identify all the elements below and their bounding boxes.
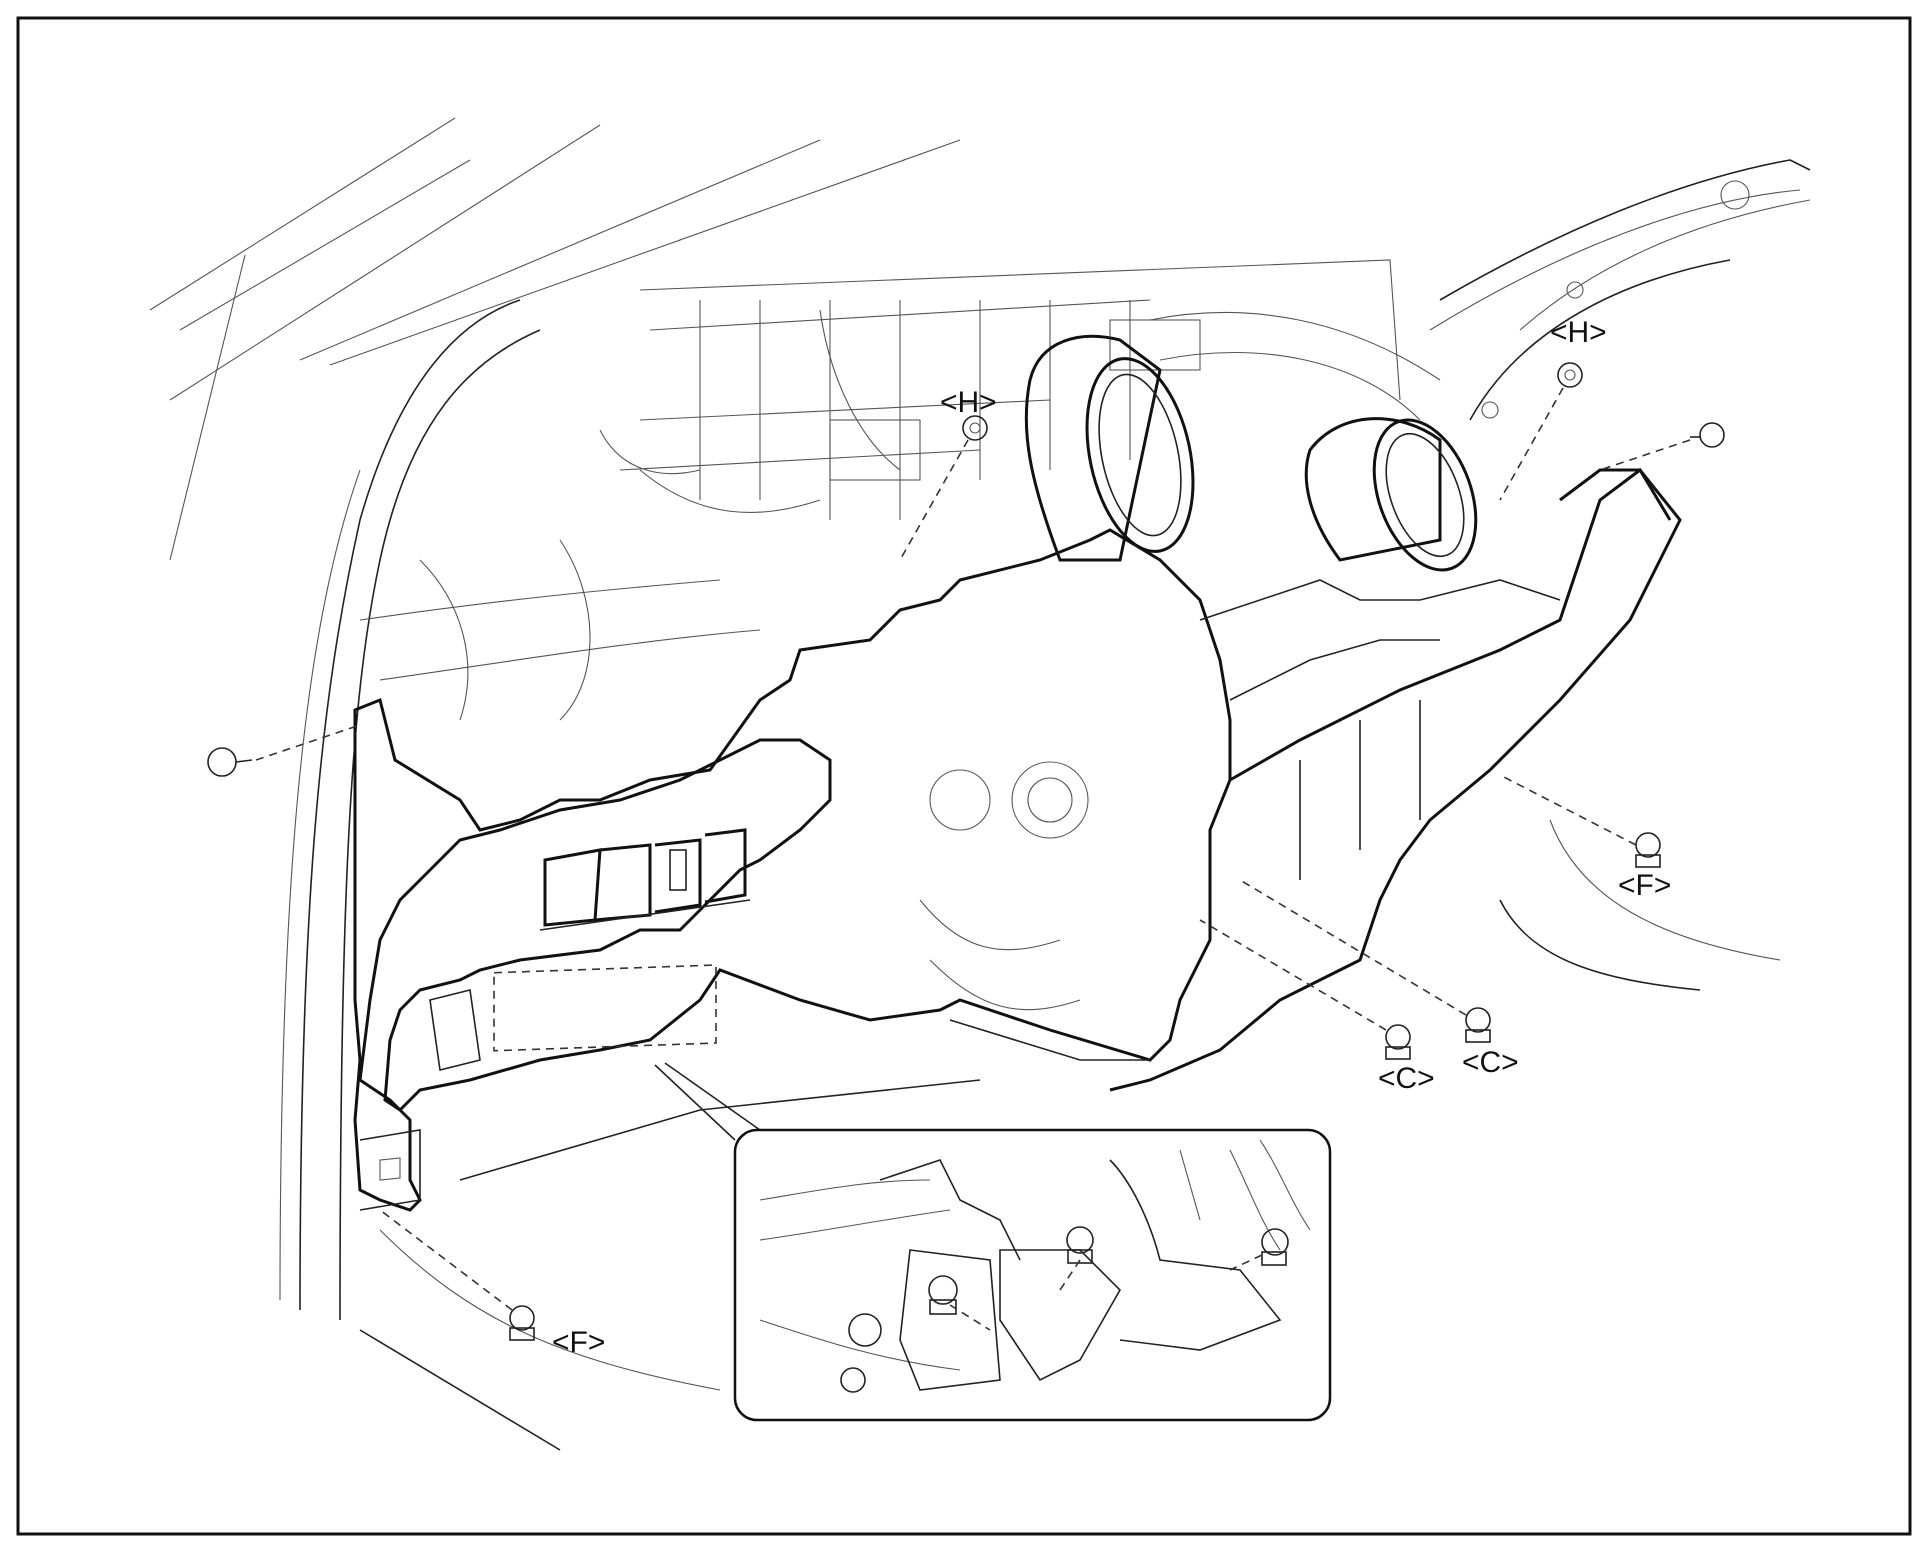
detail-inset xyxy=(733,1128,1332,1422)
nut-icon xyxy=(1557,362,1583,388)
guide-line xyxy=(1199,919,1387,1031)
heater-unit-sketch xyxy=(619,259,1441,520)
guide-line xyxy=(1599,439,1691,471)
callout-c-left: <C> xyxy=(1378,1062,1435,1095)
bolt-icon xyxy=(1465,1007,1491,1043)
air-ducts xyxy=(1024,334,1478,572)
detail-area-marker xyxy=(493,964,717,1052)
bolt-icon xyxy=(1261,1228,1289,1266)
bolt-icon xyxy=(928,1275,958,1315)
callout-f-right: <F> xyxy=(1618,869,1671,902)
callout-h-center: <H> xyxy=(940,386,997,419)
steering-column-area xyxy=(359,429,1089,1011)
diagram-frame xyxy=(16,16,1912,1536)
bolt-icon xyxy=(1635,832,1661,868)
callout-f-bottom-left: <F> xyxy=(552,1326,605,1359)
guide-line xyxy=(1499,774,1637,846)
bolt-icon xyxy=(509,1305,535,1341)
clip-icon xyxy=(1690,422,1725,448)
clip-icon xyxy=(207,747,253,777)
bolt-icon xyxy=(1385,1024,1411,1060)
guide-line xyxy=(255,724,361,761)
guide-line xyxy=(379,1209,513,1311)
cowl-cross-bar-frame xyxy=(353,467,1682,1212)
nut-icon xyxy=(962,415,988,441)
callout-h-top-right: <H> xyxy=(1550,316,1607,349)
switch-panel-cutouts xyxy=(539,828,751,931)
guide-line xyxy=(899,439,969,561)
a-pillar-left xyxy=(279,299,721,1451)
guide-line xyxy=(1239,879,1467,1016)
body-right xyxy=(1429,159,1811,991)
lower-bracket xyxy=(359,989,981,1211)
guide-line xyxy=(1499,387,1564,501)
bolt-icon xyxy=(1066,1226,1094,1264)
windshield-lines xyxy=(149,117,961,561)
detail-leader-lines xyxy=(654,1062,761,1141)
callout-c-right: <C> xyxy=(1462,1046,1519,1079)
